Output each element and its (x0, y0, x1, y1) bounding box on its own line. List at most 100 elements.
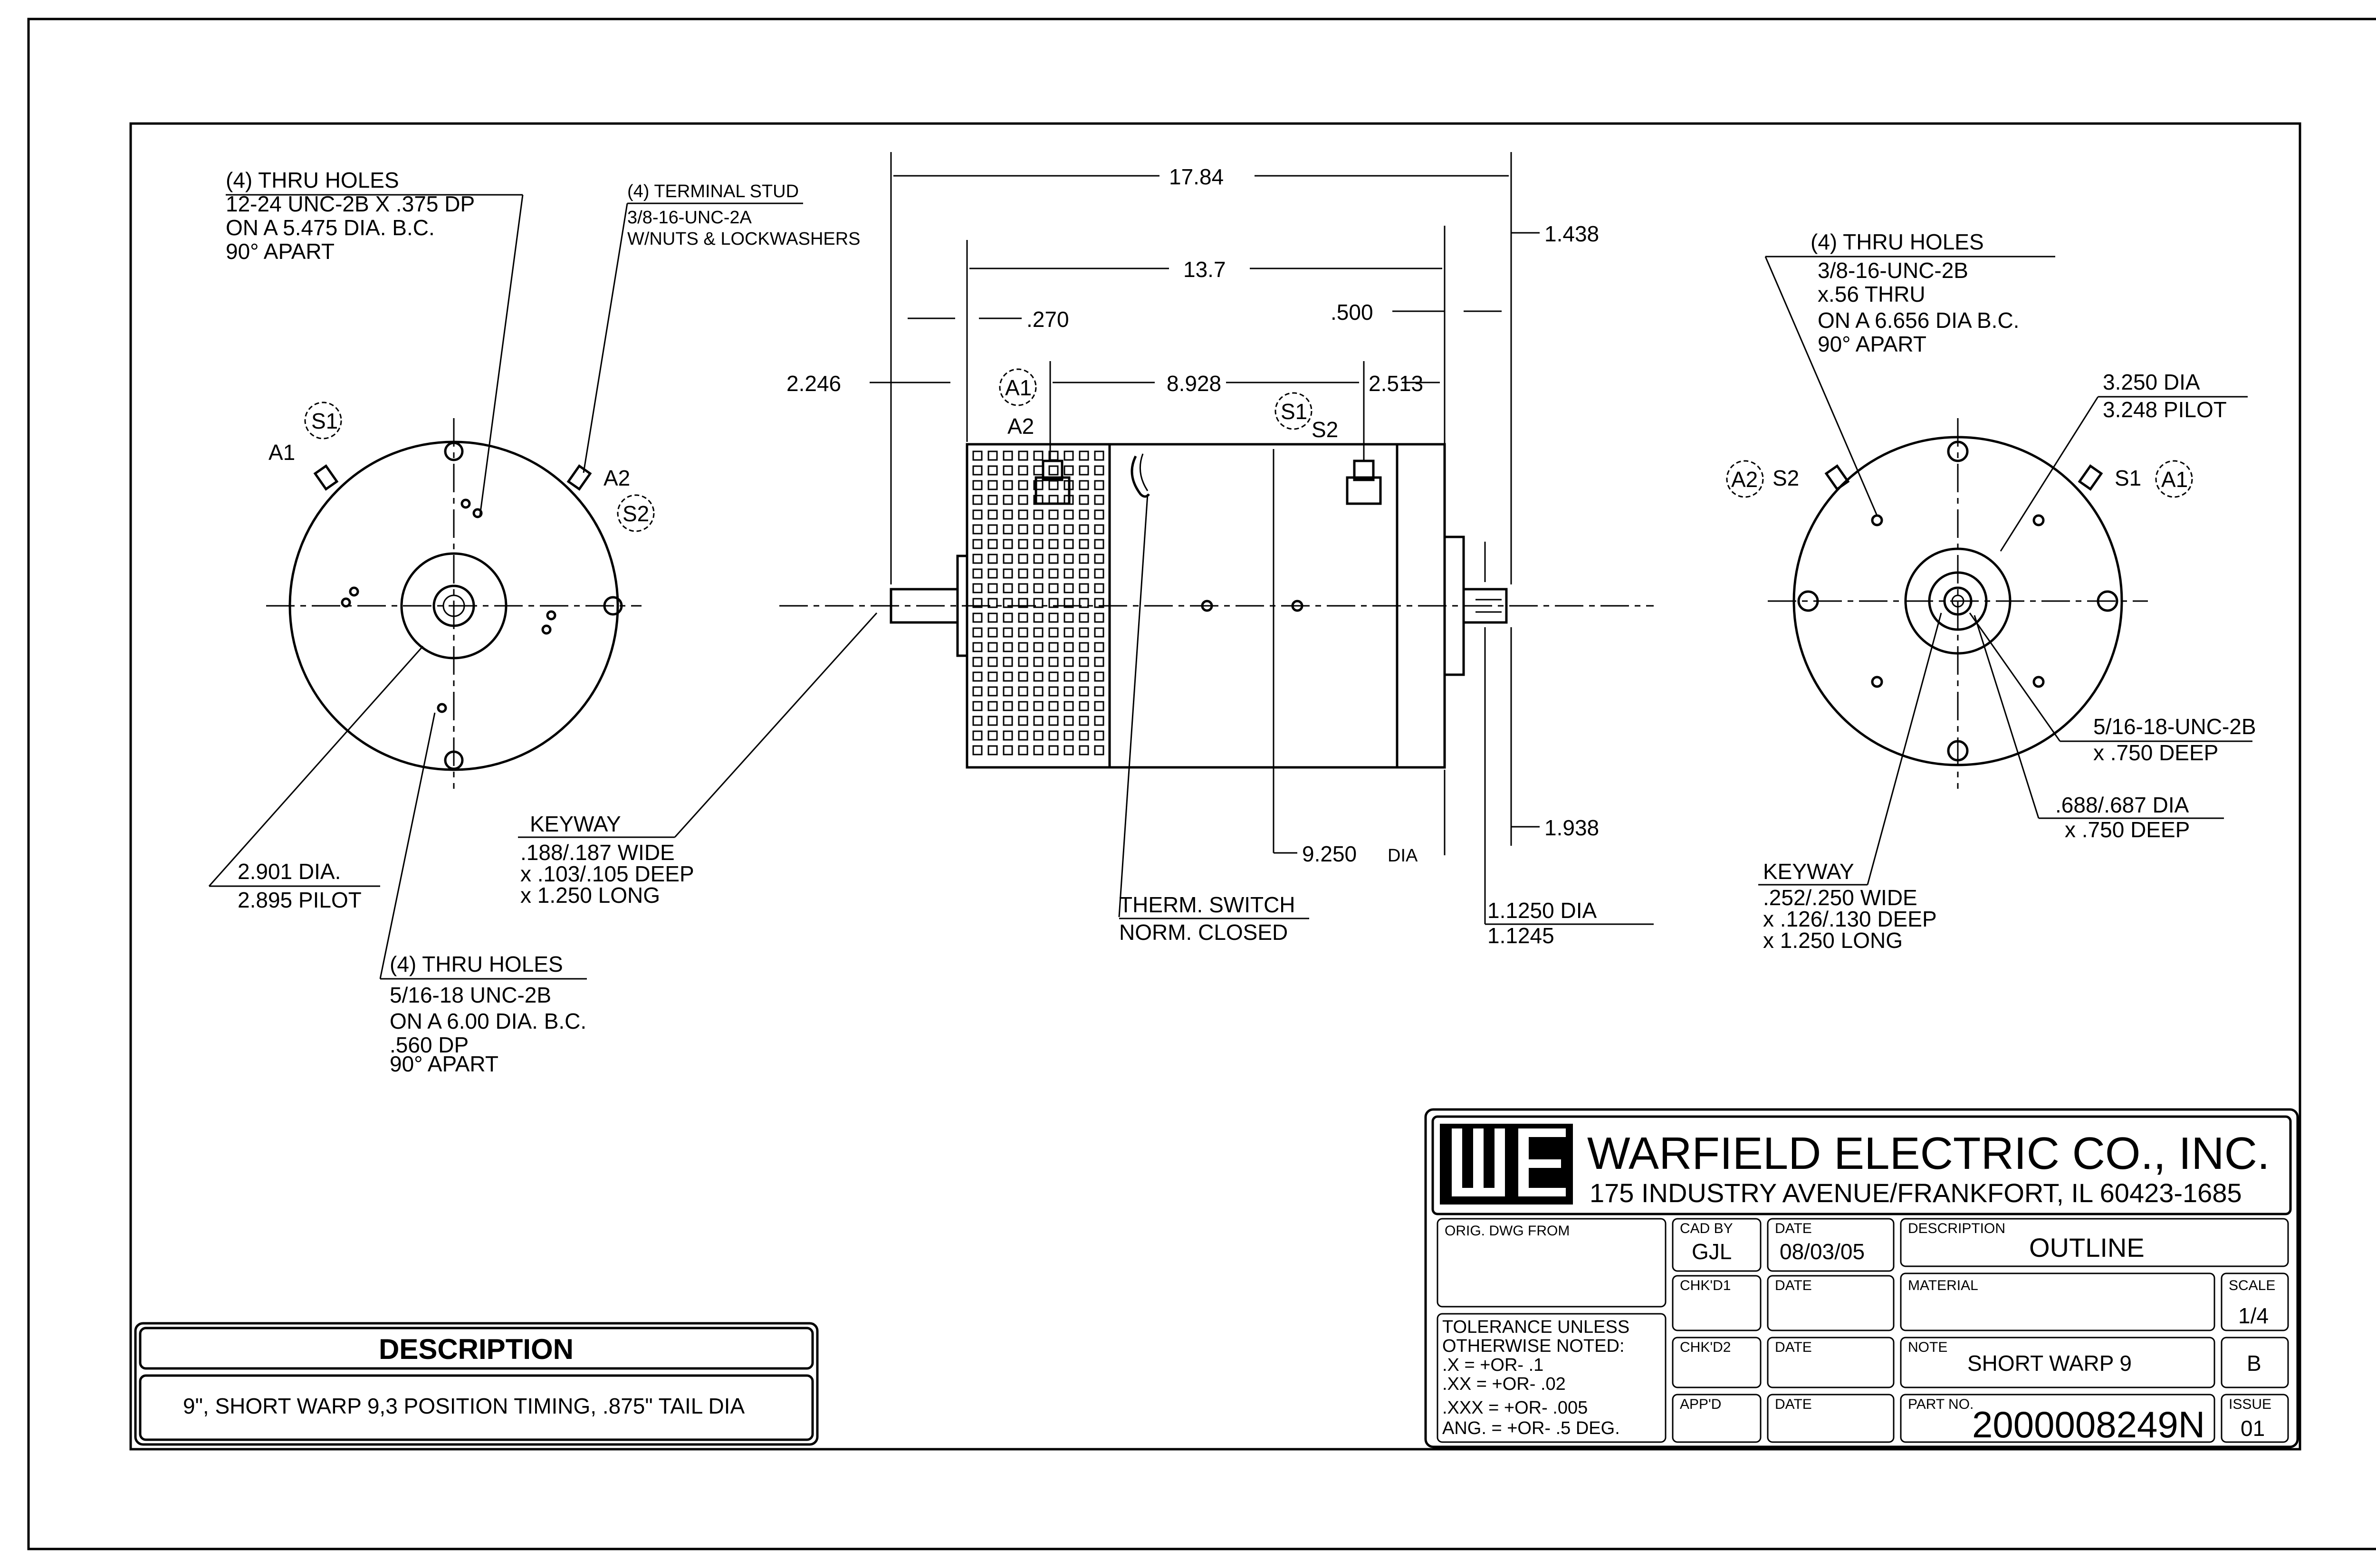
vent-slot (1048, 554, 1059, 564)
terminal-stud-line-2: 3/8-16-UNC-2A (627, 208, 752, 228)
vent-slot (1094, 642, 1104, 652)
vent-slot (1018, 495, 1028, 505)
vent-slot (1079, 671, 1089, 682)
vent-slot (1079, 583, 1089, 593)
dim-2246: 2.246 (786, 371, 841, 396)
scale-label: SCALE (2229, 1278, 2275, 1293)
vent-slot (987, 539, 998, 549)
vent-slot (1048, 657, 1059, 667)
vent-slot (972, 730, 983, 741)
vent-slot (1063, 716, 1074, 726)
date-label-1: DATE (1775, 1221, 1812, 1236)
vent-slot (1003, 583, 1013, 593)
dim-overall: 17.84 (1169, 164, 1224, 189)
side-s2-label: S2 (1312, 417, 1338, 442)
vent-slot (1003, 642, 1013, 652)
chkd2-label: CHK'D2 (1680, 1339, 1731, 1355)
vent-slot (1003, 465, 1013, 476)
vent-slot (1063, 642, 1074, 652)
vent-grid (972, 450, 1104, 755)
vent-slot (1018, 465, 1028, 476)
vent-slot (1018, 745, 1028, 755)
vent-slot (1048, 671, 1059, 682)
vent-slot (1003, 686, 1013, 697)
vent-slot (1094, 583, 1104, 593)
description-header: DESCRIPTION (379, 1333, 574, 1365)
vent-slot (1079, 627, 1089, 638)
left-s1-callout (304, 402, 342, 440)
right-keyway-line-3: x .126/.130 DEEP (1763, 907, 1937, 931)
orig-dwg-label: ORIG. DWG FROM (1445, 1223, 1570, 1239)
dim-270: .270 (1026, 307, 1069, 332)
vent-slot (1003, 495, 1013, 505)
vent-slot (1018, 583, 1028, 593)
vent-slot (1094, 657, 1104, 667)
vent-slot (972, 568, 983, 579)
dim-body: 13.7 (1183, 257, 1226, 282)
vent-slot (1033, 642, 1044, 652)
vent-slot (1018, 642, 1028, 652)
right-bore-line-1: .688/.687 DIA (2055, 793, 2189, 817)
vent-slot (987, 598, 998, 608)
rev-value: B (2247, 1351, 2261, 1376)
vent-slot (1079, 480, 1089, 490)
issue-value: 01 (2241, 1416, 2265, 1441)
tolerance-line-1: TOLERANCE UNLESS (1442, 1317, 1629, 1337)
vent-slot (972, 524, 983, 535)
date-label-3: DATE (1775, 1339, 1812, 1355)
terminal-stud-line-3: W/NUTS & LOCKWASHERS (627, 229, 861, 249)
left-a1-label: A1 (268, 440, 295, 465)
left-s2-callout (617, 494, 655, 532)
left-a2-label: A2 (604, 466, 630, 490)
vent-slot (1018, 686, 1028, 697)
vent-slot (1003, 745, 1013, 755)
left-pilot-line-1: 2.901 DIA. (238, 859, 341, 884)
right-tap-line-1: 5/16-18-UNC-2B (2093, 714, 2256, 739)
right-holes-line-1: (4) THRU HOLES (1811, 229, 1984, 254)
note-value: SHORT WARP 9 (1967, 1351, 2132, 1376)
left-holes-line-4: 90° APART (226, 239, 335, 264)
vent-slot (1033, 745, 1044, 755)
vent-slot (1063, 686, 1074, 697)
vent-slot (972, 539, 983, 549)
vent-slot (1003, 657, 1013, 667)
vent-slot (1094, 509, 1104, 520)
vent-slot (1033, 701, 1044, 711)
vent-slot (1033, 612, 1044, 623)
outer-border (27, 18, 2376, 1550)
vent-slot (1079, 686, 1089, 697)
vent-slot (1048, 465, 1059, 476)
vent-slot (987, 671, 998, 682)
vent-slot (1048, 745, 1059, 755)
vent-slot (972, 495, 983, 505)
dim-1438: 1.438 (1544, 221, 1599, 246)
right-pilot-line-1: 3.250 DIA (2103, 370, 2200, 394)
vent-slot (972, 612, 983, 623)
vent-slot (1094, 627, 1104, 638)
vent-slot (1003, 539, 1013, 549)
vent-slot (1048, 642, 1059, 652)
right-keyway-line-2: .252/.250 WIDE (1763, 885, 1917, 910)
vent-slot (1003, 480, 1013, 490)
right-s2-label: S2 (1772, 466, 1799, 490)
vent-slot (1033, 657, 1044, 667)
vent-slot (1048, 583, 1059, 593)
right-bore-line-2: x .750 DEEP (2065, 817, 2190, 842)
right-a2-label: A2 (1731, 467, 1758, 492)
vent-slot (1048, 612, 1059, 623)
vent-slot (1094, 671, 1104, 682)
vent-slot (1063, 701, 1074, 711)
therm-line-2: NORM. CLOSED (1119, 920, 1288, 945)
vent-slot (1003, 524, 1013, 535)
vent-slot (1033, 465, 1044, 476)
right-tap-line-2: x .750 DEEP (2093, 740, 2218, 765)
vent-slot (1003, 598, 1013, 608)
vent-slot (972, 480, 983, 490)
description-text: 9", SHORT WARP 9,3 POSITION TIMING, .875… (183, 1394, 745, 1418)
vent-slot (1018, 627, 1028, 638)
vent-slot (1003, 509, 1013, 520)
vent-slot (1063, 509, 1074, 520)
vent-slot (987, 612, 998, 623)
vent-slot (1079, 465, 1089, 476)
vent-slot (1094, 554, 1104, 564)
